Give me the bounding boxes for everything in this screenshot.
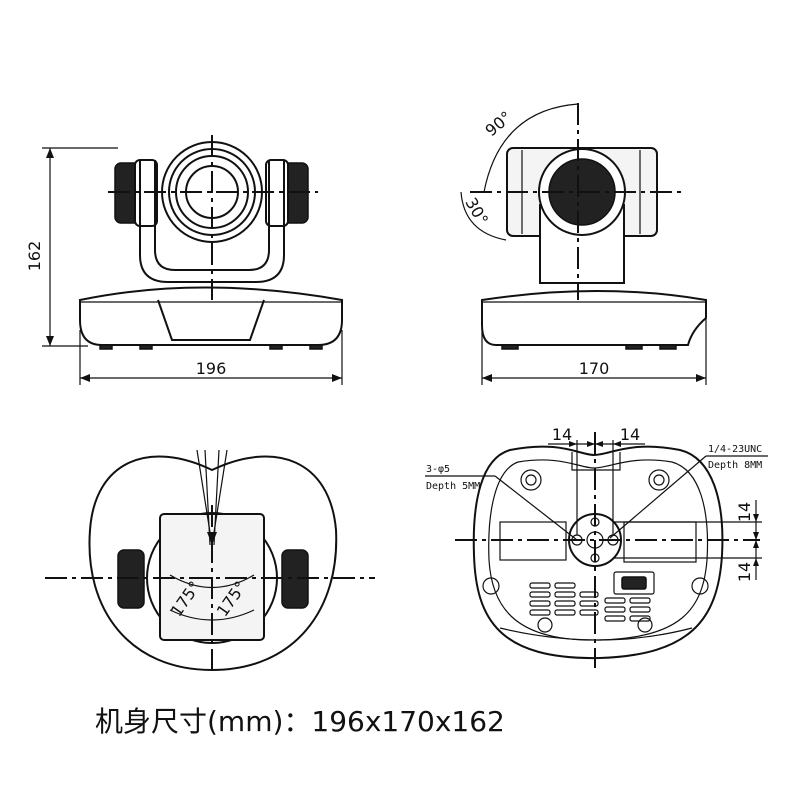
bottom-view	[425, 432, 768, 668]
bottom-dim-top-right: 14	[620, 425, 640, 444]
bottom-dim-top-left: 14	[552, 425, 572, 444]
side-view	[460, 103, 707, 385]
thread-note-line1: 1/4-23UNC	[708, 444, 762, 455]
top-view	[45, 449, 375, 672]
hole-note-line1: 3-φ5	[426, 464, 450, 475]
side-width-dim: 170	[579, 359, 610, 378]
side-tilt-up-label: 90°	[481, 107, 515, 140]
side-tilt-down-label: 30°	[461, 194, 492, 228]
bottom-dim-right-top: 14	[735, 502, 754, 522]
hole-note-line2: Depth 5MM	[426, 481, 480, 492]
front-height-dim: 162	[25, 241, 44, 272]
dimensions-caption: 机身尺寸(mm)：196x170x162	[95, 705, 505, 738]
thread-note-line2: Depth 8MM	[708, 460, 762, 471]
front-view	[42, 135, 343, 385]
bottom-dim-right-bottom: 14	[735, 562, 754, 582]
front-width-dim: 196	[196, 359, 227, 378]
